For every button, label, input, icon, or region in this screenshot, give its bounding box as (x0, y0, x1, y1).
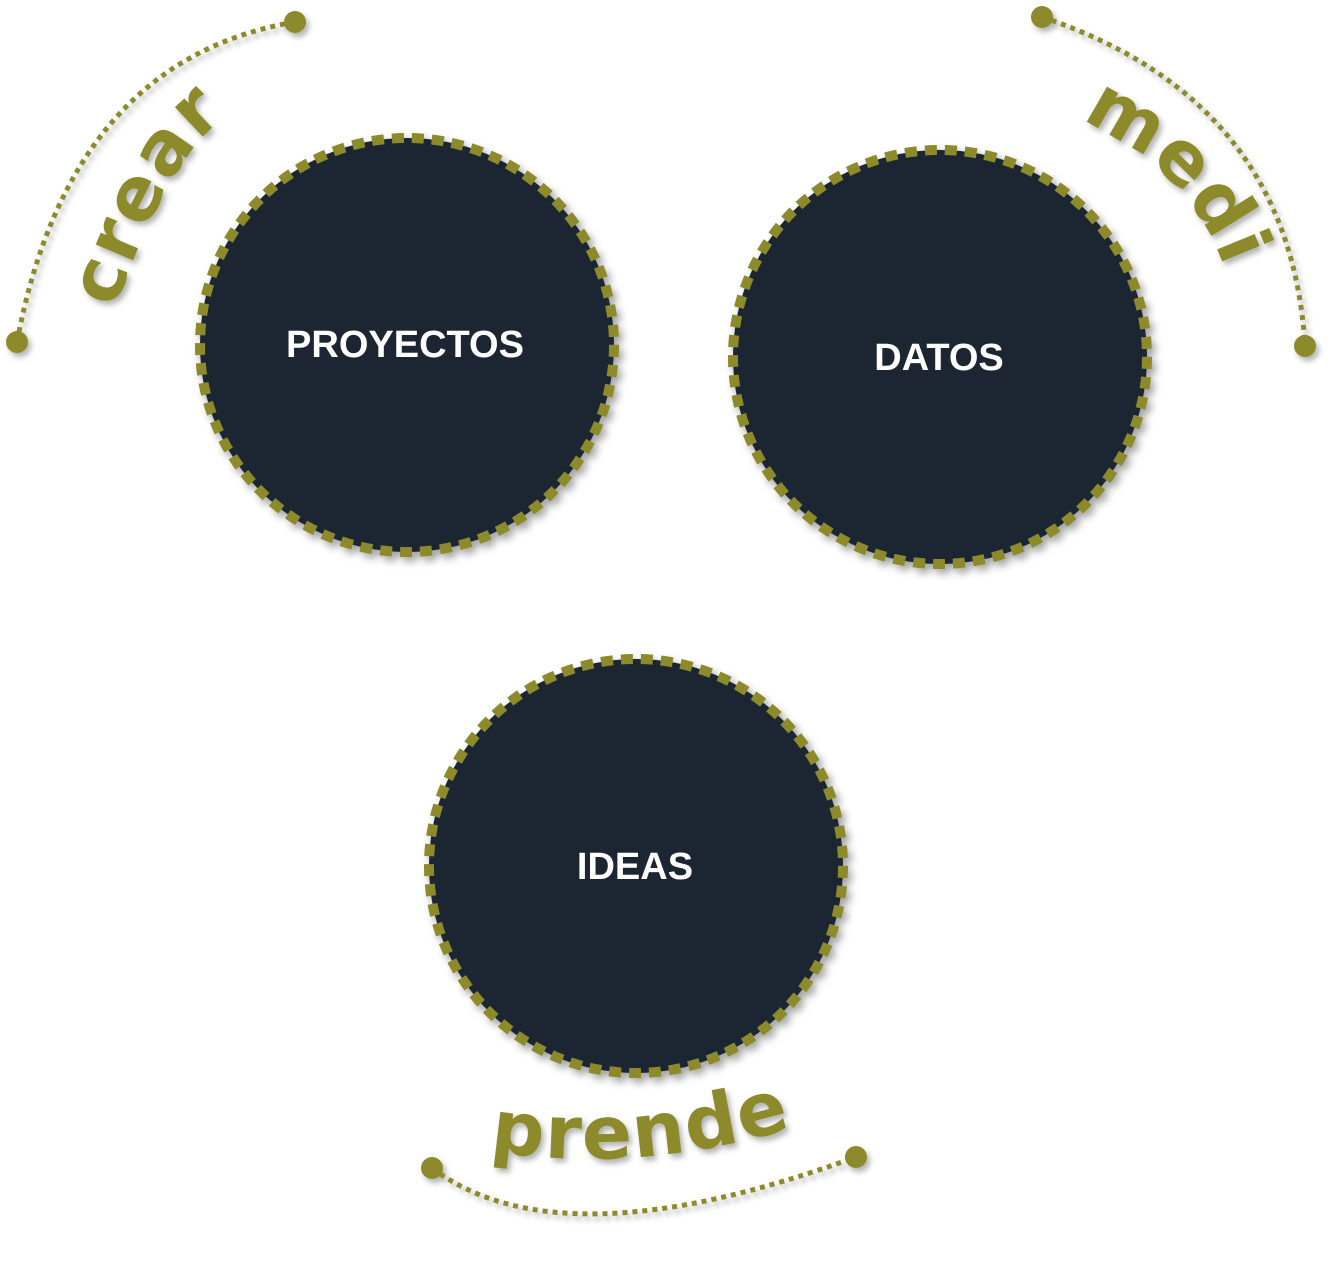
arc-crear-line (14, 19, 296, 343)
node-ideas: IDEAS (424, 654, 848, 1078)
node-proyectos-circle (195, 133, 619, 557)
arc-crear-label: crear (51, 65, 239, 315)
arc-crear-end-dot (284, 11, 306, 33)
node-datos-label: DATOS (874, 337, 1004, 379)
node-proyectos-label: PROYECTOS (286, 324, 524, 366)
node-datos: DATOS (728, 145, 1152, 569)
node-ideas-circle (424, 654, 848, 1078)
arc-aprender-line (430, 1154, 857, 1217)
arc-aprender-start-dot (421, 1157, 443, 1179)
node-proyectos: PROYECTOS (195, 133, 619, 557)
node-ideas-label: IDEAS (577, 846, 693, 888)
arc-crear-start-dot (6, 331, 28, 353)
arc-medir-start-dot (1031, 6, 1053, 28)
arc-aprender-end-dot (845, 1146, 867, 1168)
arc-medir-end-dot (1294, 335, 1316, 357)
node-datos-circle (728, 145, 1152, 569)
